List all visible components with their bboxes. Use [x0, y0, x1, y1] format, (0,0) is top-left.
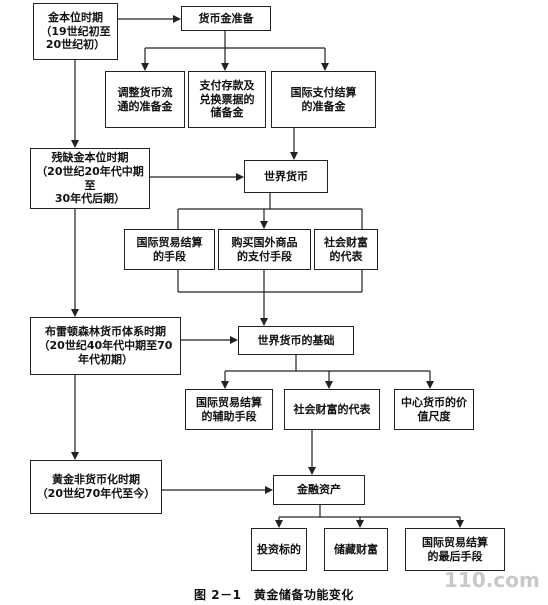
era-partial-gold-standard: 残缺金本位时期 （20世纪20年代中期至 30年代后期）	[30, 148, 150, 209]
sub-wealth-storage: 储藏财富	[324, 528, 388, 571]
era-bretton-woods: 布雷顿森林货币体系时期 （20世纪40年代中期至70 年代初期）	[30, 317, 181, 375]
sub-final-trade-settlement-means: 国际贸易结算 的最后手段	[405, 528, 505, 571]
function-world-currency-basis: 世界货币的基础	[238, 326, 354, 355]
sub-social-wealth-representative-2: 社会财富的代表	[284, 389, 380, 430]
sub-central-currency-value-measure: 中心货币的价 值尺度	[394, 389, 474, 430]
era-demonetization: 黄金非货币化时期 （20世纪70年代至今）	[30, 460, 162, 514]
figure-caption: 图 2－1 黄金储备功能变化	[194, 588, 354, 602]
function-world-currency: 世界货币	[244, 160, 328, 193]
sub-deposit-exchange-reserve: 支付存款及 兑换票据的 储备金	[188, 71, 266, 128]
function-currency-gold-reserve: 货币金准备	[181, 6, 271, 31]
sub-foreign-purchase-means: 购买国外商品 的支付手段	[218, 229, 311, 270]
watermark-logo: 110.com	[444, 568, 540, 592]
sub-circulation-reserve: 调整货币流 通的准备金	[105, 71, 185, 128]
sub-international-settlement-reserve: 国际支付结算 的准备金	[271, 71, 376, 128]
sub-social-wealth-representative: 社会财富 的代表	[314, 229, 378, 270]
era-gold-standard: 金本位时期 （19世纪初至 20世纪初）	[33, 3, 118, 60]
sub-trade-settlement-means: 国际贸易结算 的手段	[124, 229, 215, 270]
sub-investment-target: 投资标的	[251, 528, 307, 571]
function-financial-asset: 金融资产	[273, 475, 365, 505]
sub-trade-settlement-auxiliary: 国际贸易结算 的辅助手段	[185, 389, 273, 430]
